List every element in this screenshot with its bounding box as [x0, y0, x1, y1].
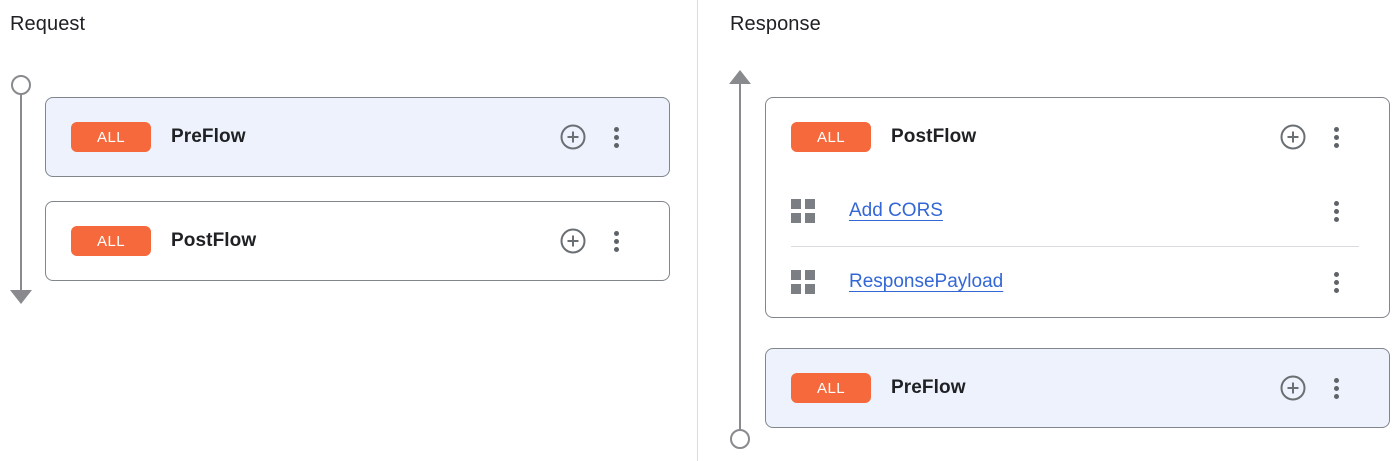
response-flow-cards: ALL PostFlow: [765, 97, 1390, 428]
kebab-menu-icon: [1333, 377, 1339, 399]
flow-header: ALL PreFlow: [46, 98, 669, 176]
policy-separator: [791, 246, 1359, 247]
add-policy-button[interactable]: [559, 123, 587, 151]
kebab-menu-icon: [1333, 200, 1339, 222]
more-options-button[interactable]: [1322, 374, 1350, 402]
arrow-up-icon: [729, 70, 751, 84]
kebab-menu-icon: [1333, 126, 1339, 148]
panel-divider: [697, 0, 698, 461]
request-flow-cards: ALL PreFlow: [45, 97, 670, 281]
flow-header: ALL PostFlow: [766, 98, 1389, 176]
timeline-start-circle: [11, 75, 31, 95]
flow-title: PostFlow: [891, 126, 977, 147]
response-postflow-card[interactable]: ALL PostFlow: [765, 97, 1390, 318]
policy-link-response-payload[interactable]: ResponsePayload: [849, 271, 1004, 292]
plus-circle-icon: [560, 124, 586, 150]
timeline-line: [20, 95, 22, 291]
request-panel-title: Request: [10, 13, 86, 35]
policy-link-add-cors[interactable]: Add CORS: [849, 200, 943, 221]
kebab-menu-icon: [1333, 271, 1339, 293]
policy-grid-icon[interactable]: [791, 270, 815, 294]
request-postflow-card[interactable]: ALL PostFlow: [45, 201, 670, 281]
condition-badge: ALL: [791, 373, 871, 403]
response-panel-title: Response: [730, 13, 821, 35]
condition-badge: ALL: [71, 122, 151, 152]
flow-title: PostFlow: [171, 230, 257, 251]
arrow-down-icon: [10, 290, 32, 304]
request-panel: Request ALL PreFlow: [10, 13, 670, 304]
more-options-button[interactable]: [1322, 197, 1350, 225]
kebab-menu-icon: [613, 230, 619, 252]
flow-header: ALL PreFlow: [766, 349, 1389, 427]
plus-circle-icon: [1280, 124, 1306, 150]
request-preflow-card[interactable]: ALL PreFlow: [45, 97, 670, 177]
plus-circle-icon: [560, 228, 586, 254]
policy-grid-icon[interactable]: [791, 199, 815, 223]
flow-title: PreFlow: [171, 126, 246, 147]
add-policy-button[interactable]: [1279, 123, 1307, 151]
more-options-button[interactable]: [602, 227, 630, 255]
timeline-line: [739, 84, 741, 429]
response-preflow-card[interactable]: ALL PreFlow: [765, 348, 1390, 428]
kebab-menu-icon: [613, 126, 619, 148]
more-options-button[interactable]: [1322, 268, 1350, 296]
add-policy-button[interactable]: [559, 227, 587, 255]
policy-row: ResponsePayload: [766, 247, 1389, 317]
flow-title: PreFlow: [891, 377, 966, 398]
timeline-end-circle: [730, 429, 750, 449]
response-panel: Response ALL PostFlow: [698, 0, 1393, 461]
condition-badge: ALL: [791, 122, 871, 152]
more-options-button[interactable]: [602, 123, 630, 151]
add-policy-button[interactable]: [1279, 374, 1307, 402]
policy-row: Add CORS: [766, 176, 1389, 246]
condition-badge: ALL: [71, 226, 151, 256]
flow-header: ALL PostFlow: [46, 202, 669, 280]
plus-circle-icon: [1280, 375, 1306, 401]
more-options-button[interactable]: [1322, 123, 1350, 151]
